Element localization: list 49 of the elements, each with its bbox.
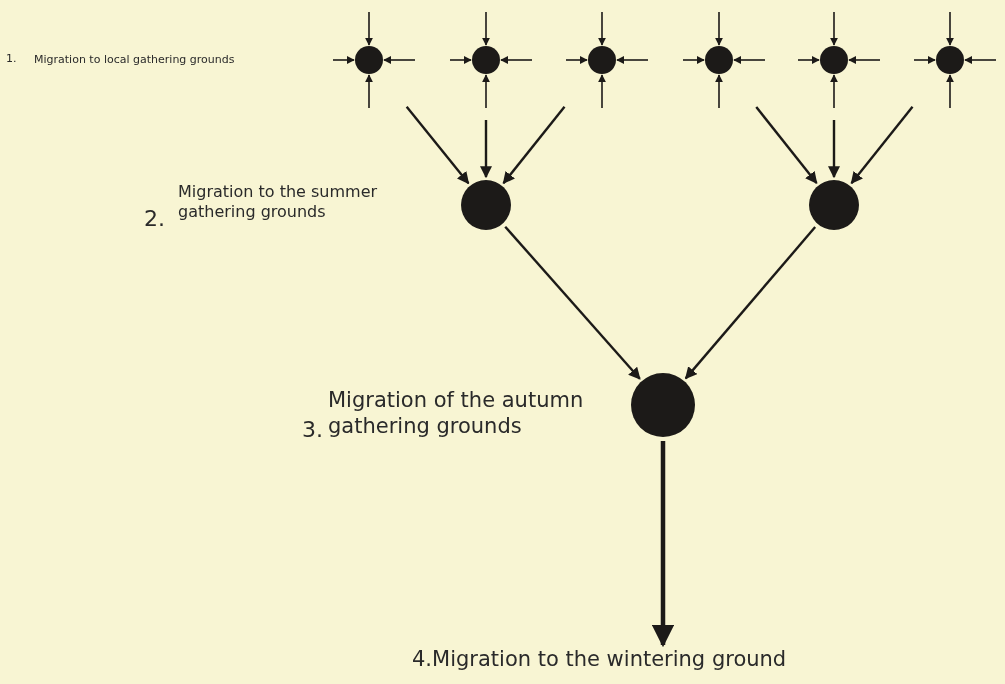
arrow [830,11,838,46]
stage-number: 3. [302,416,323,444]
gathering-ground-dot [936,46,964,74]
gathering-ground-dot [588,46,616,74]
arrow [502,106,566,185]
arrow [332,56,355,64]
stage-number: 1. [6,52,17,66]
arrow [651,441,675,648]
stage-label: Migration of the autumn gathering grounds [328,387,585,440]
arrow [830,74,838,109]
arrow [828,120,840,179]
arrow [482,74,490,109]
arrow [405,105,470,185]
arrow [964,56,997,64]
arrow [715,74,723,109]
arrow [946,74,954,109]
arrow [598,74,606,109]
gathering-ground-dot [472,46,500,74]
arrow [598,11,606,46]
arrow [504,225,641,380]
gathering-ground-dot [355,46,383,74]
arrow [755,106,818,184]
arrow [500,56,533,64]
stage-number: Migration to local gathering grounds [34,53,235,67]
arrow [482,11,490,46]
stage-number: 2. [144,205,165,233]
arrow [797,56,820,64]
arrow [682,56,705,64]
stage-label: Migration to the summer gathering grounds [178,182,379,222]
arrow [684,226,817,380]
arrow [850,106,914,185]
arrow [365,74,373,109]
arrow [449,56,472,64]
gathering-ground-dot [631,373,695,437]
arrow [913,56,936,64]
arrow [365,11,373,46]
gathering-ground-dot [809,180,859,230]
gathering-ground-dot [705,46,733,74]
stage-label: 4.Migration to the wintering ground [412,647,882,677]
arrow [480,120,492,179]
arrow [383,56,416,64]
arrow [946,11,954,46]
arrow [616,56,649,64]
gathering-ground-dot [820,46,848,74]
arrow [733,56,766,64]
arrow [848,56,881,64]
arrow [565,56,588,64]
arrow [715,11,723,46]
gathering-ground-dot [461,180,511,230]
